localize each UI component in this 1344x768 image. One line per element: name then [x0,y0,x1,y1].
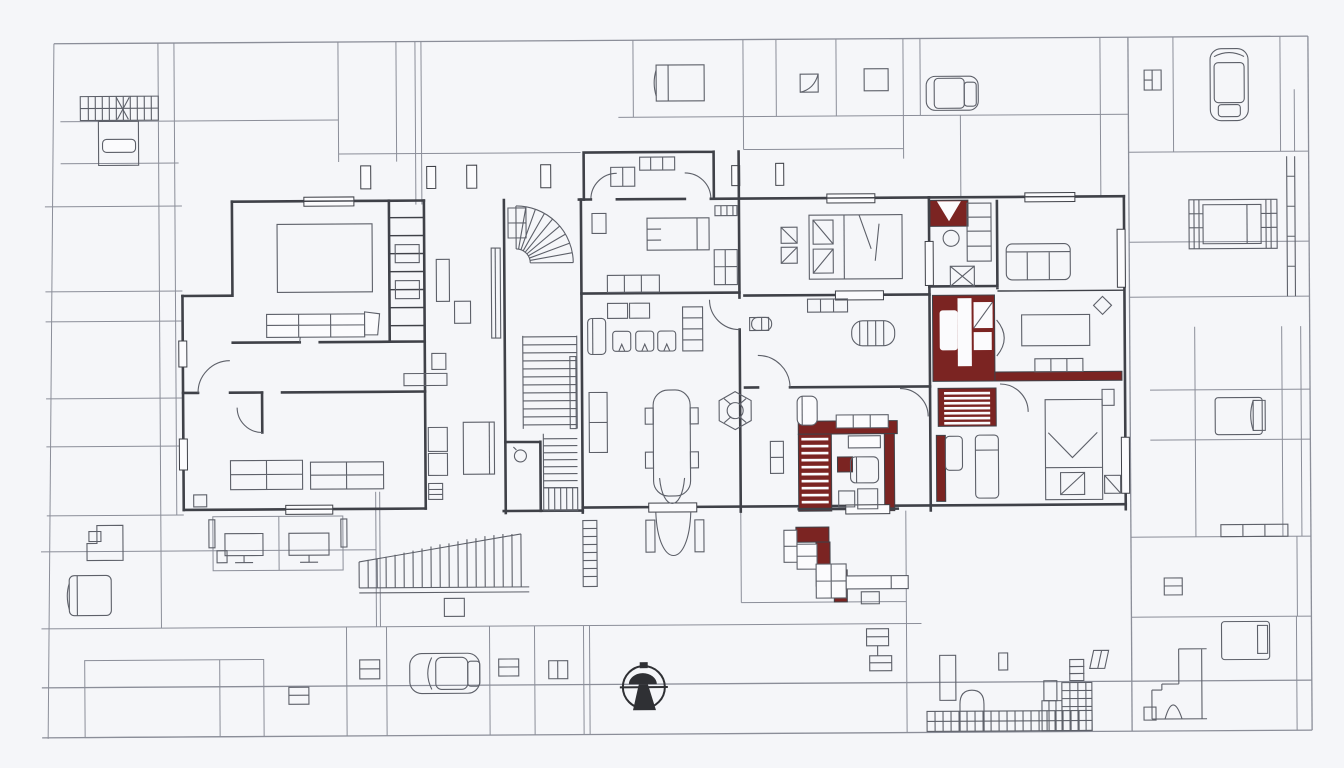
long-table [845,575,909,590]
red-stair [937,387,997,427]
l-shaped-seat [86,524,124,562]
hexagon-table [718,390,752,431]
bed [1214,396,1263,436]
top-bathroom [928,199,999,290]
right-bedroom [929,383,1131,507]
left-wing-furniture [229,223,448,491]
sofa [587,317,607,356]
patio-desks [208,515,348,572]
sitting-room [743,298,932,417]
red-bathroom [931,294,1005,382]
table-large [276,223,373,293]
bed-large [1044,398,1104,501]
left-wing-doors [197,321,320,434]
right-sofa-room [1005,194,1128,511]
left-wing-walls [181,199,428,512]
table [1021,313,1091,347]
entry-vestibule [582,150,716,201]
bed-double [808,214,903,280]
slatted-table [851,320,896,347]
sofa [68,574,112,617]
car-top-middle [925,75,979,111]
building-top-wall [577,192,1126,204]
car-bottom [409,652,481,695]
left-wing-windows [178,196,355,515]
red-stair-slats [801,437,829,504]
living-dining-room [581,302,933,513]
bed [655,64,705,102]
top-site-symbols [653,47,1249,122]
left-site-furniture [66,494,348,617]
sofa [1005,243,1071,281]
north-arrow-body [632,684,656,711]
dining-table [652,389,692,497]
right-table-room [997,289,1125,373]
fence-window-ticks [360,162,785,190]
north-arrow-dome [628,673,657,685]
paved-hatch-strip [926,681,1093,733]
porch [645,511,705,556]
red-highlight-room [769,395,900,515]
bed-hatched [1188,198,1278,250]
north-arrow [619,662,668,711]
porch-steps [582,519,598,588]
utility-room [427,247,502,501]
center-bedroom [580,150,743,513]
main-staircase [502,198,585,515]
site-boundary-grid [41,35,1313,739]
bed [646,217,710,251]
garden-stair [358,533,530,617]
exterior-stair-symbol [1143,648,1208,721]
car-top-right [1209,47,1249,122]
master-bedroom [743,196,934,512]
left-wing-rooms [178,196,448,515]
red-wall-segments [935,370,1123,502]
parking-hatch [79,95,159,167]
bottom-site-strip [288,628,1110,733]
cabinet [462,421,496,475]
red-zigzag-wall [783,526,909,605]
bed [1220,620,1271,661]
far-right-site [1143,156,1297,721]
